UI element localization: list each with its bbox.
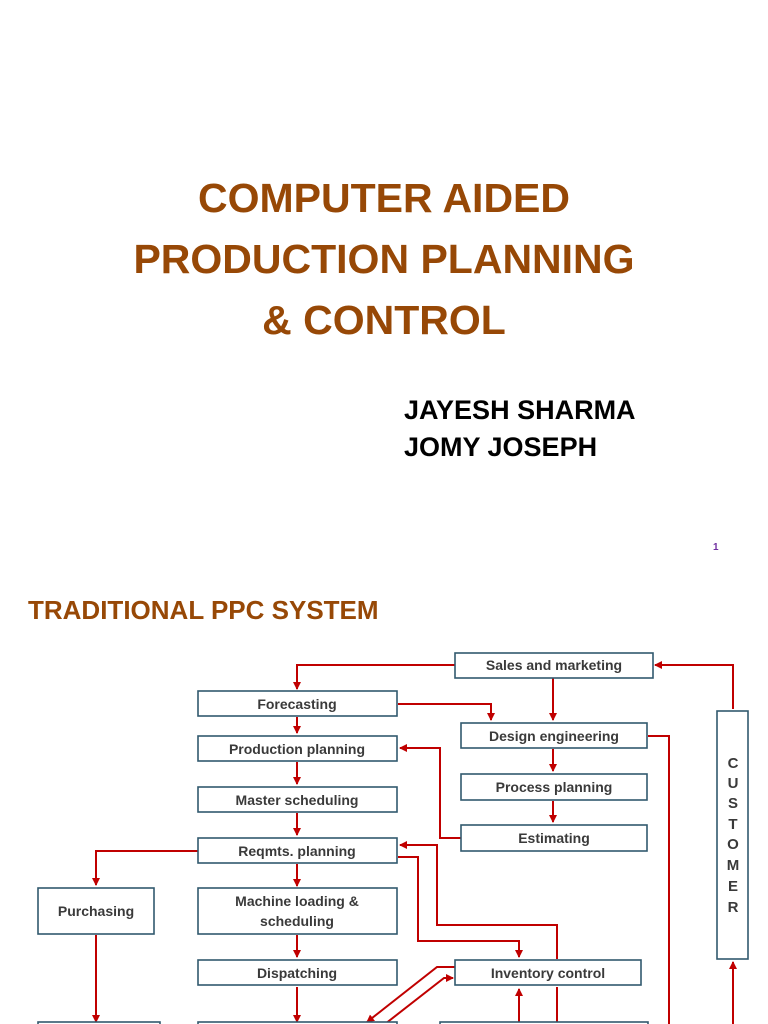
box-purchasing: Purchasing	[37, 887, 155, 935]
authors: JAYESH SHARMA JOMY JOSEPH	[404, 392, 636, 466]
svg-text:Process planning: Process planning	[496, 779, 613, 795]
svg-text:Forecasting: Forecasting	[257, 696, 336, 712]
svg-text:E: E	[728, 878, 738, 895]
arrow-forecasting-to-design	[398, 703, 495, 721]
slide2-title: TRADITIONAL PPC SYSTEM	[28, 595, 379, 625]
svg-text:U: U	[728, 775, 739, 792]
box-forecasting: Forecasting	[197, 690, 398, 717]
author-2: JOMY JOSEPH	[404, 432, 598, 462]
arrow-sales-to-forecasting	[293, 664, 455, 690]
arrow-inventory-to-reqmts	[399, 841, 558, 959]
title-line-3: & CONTROL	[262, 297, 506, 343]
box-master-scheduling: Master scheduling	[197, 786, 398, 813]
author-1: JAYESH SHARMA	[404, 395, 636, 425]
box-customer: C U S T O M E R	[716, 710, 749, 960]
svg-text:Inventory control: Inventory control	[491, 965, 605, 981]
svg-text:T: T	[728, 816, 737, 833]
svg-text:scheduling: scheduling	[260, 913, 334, 929]
svg-text:C: C	[728, 755, 739, 772]
arrow-inventory-diag-1	[366, 966, 455, 1023]
svg-text:Dispatching: Dispatching	[257, 965, 337, 981]
svg-text:M: M	[727, 857, 740, 874]
svg-text:Estimating: Estimating	[518, 830, 590, 846]
svg-text:Reqmts. planning: Reqmts. planning	[238, 843, 355, 859]
svg-text:R: R	[728, 899, 739, 916]
svg-text:Sales and marketing: Sales and marketing	[486, 657, 622, 673]
title-line-2: PRODUCTION PLANNING	[133, 236, 635, 282]
box-partial-bottom	[37, 1021, 649, 1024]
box-estimating: Estimating	[460, 824, 648, 852]
page-number: 1	[713, 542, 719, 553]
box-production-planning: Production planning	[197, 735, 398, 762]
box-sales-marketing: Sales and marketing	[454, 652, 654, 679]
svg-text:O: O	[727, 836, 739, 853]
svg-text:Production planning: Production planning	[229, 741, 365, 757]
svg-text:S: S	[728, 795, 738, 812]
arrow-estimating-to-production	[399, 744, 461, 839]
title-line-1: COMPUTER AIDED	[197, 175, 571, 221]
box-inventory-control: Inventory control	[454, 959, 642, 986]
arrow-customer-to-sales	[654, 661, 734, 709]
box-dispatching: Dispatching	[197, 959, 398, 986]
box-reqmts-planning: Reqmts. planning	[197, 837, 398, 864]
svg-text:Purchasing: Purchasing	[58, 903, 134, 919]
arrow-reqmts-to-purchasing	[92, 850, 198, 886]
arrow-design-down	[648, 735, 670, 1024]
box-process-planning: Process planning	[460, 773, 648, 801]
svg-text:Master scheduling: Master scheduling	[236, 792, 359, 808]
box-machine-loading: Machine loading & scheduling	[197, 887, 398, 935]
ppc-flow-diagram: Sales and marketing Forecasting Design e…	[37, 652, 749, 1024]
arrow-inventory-diag-2	[384, 974, 454, 1024]
box-design-engineering: Design engineering	[460, 722, 648, 749]
svg-text:Machine loading &: Machine loading &	[235, 893, 359, 909]
svg-text:Design engineering: Design engineering	[489, 728, 619, 744]
flow-arrows	[92, 661, 737, 1024]
slide-title: COMPUTER AIDED PRODUCTION PLANNING & CON…	[0, 168, 768, 351]
arrow-reqmts-to-inventory	[398, 856, 523, 958]
